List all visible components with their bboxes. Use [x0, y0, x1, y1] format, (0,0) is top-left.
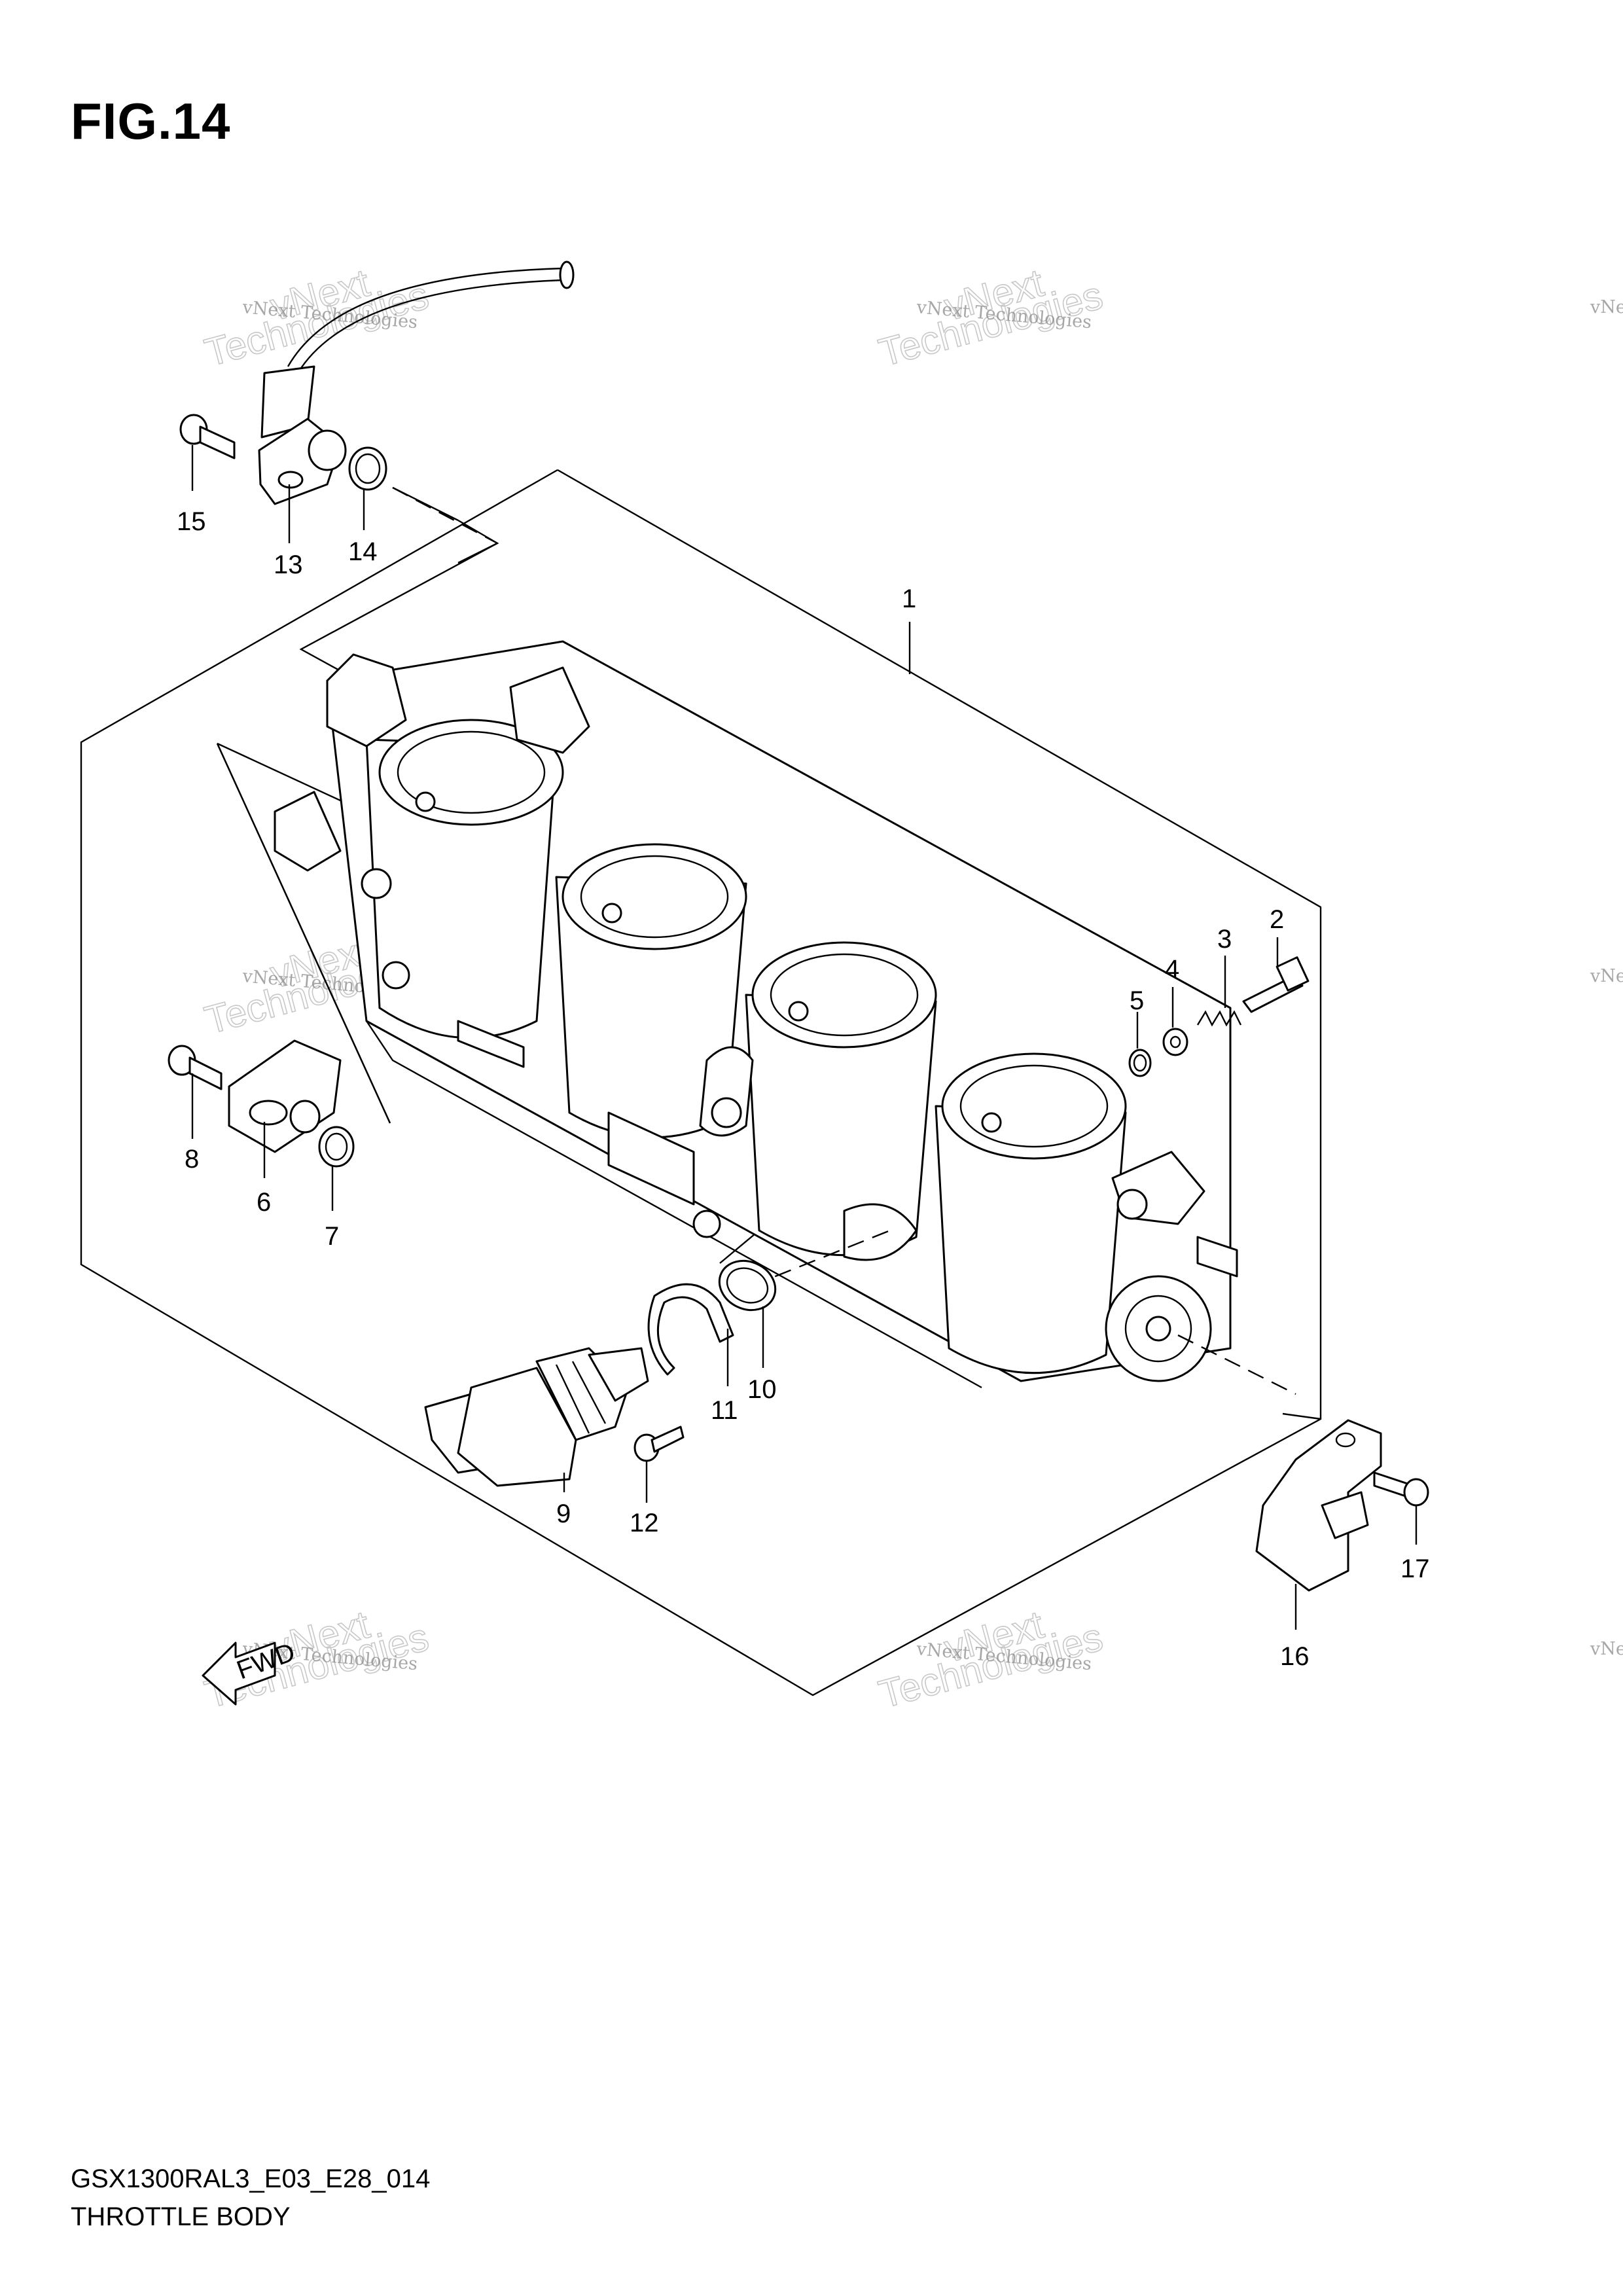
part-13-sensor-harness — [258, 260, 575, 505]
callout-16: 16 — [1280, 1642, 1310, 1671]
part-12-screw — [633, 1426, 685, 1462]
diagram-name: THROTTLE BODY — [71, 2202, 291, 2231]
callout-2: 2 — [1270, 905, 1284, 934]
callout-3: 3 — [1217, 925, 1232, 954]
callout-12: 12 — [630, 1509, 659, 1537]
callout-17: 17 — [1400, 1554, 1430, 1583]
svg-text:vNext Technologies: vNext Technologies — [1590, 297, 1623, 317]
callout-4: 4 — [1165, 955, 1179, 984]
part-7-o-ring — [318, 1126, 355, 1168]
callout-15: 15 — [177, 507, 206, 536]
part-3-spring — [1196, 1010, 1242, 1027]
part-16-bracket — [1255, 1419, 1382, 1592]
diagram-caption: GSX1300RAL3_E03_E28_014 THROTTLE BODY — [71, 2160, 430, 2236]
part-11-clamp — [647, 1283, 734, 1376]
callout-5: 5 — [1130, 986, 1144, 1015]
part-17-screw — [1373, 1471, 1429, 1507]
part-8-bolt — [168, 1045, 223, 1090]
part-15-bolt — [179, 414, 236, 459]
part-5-o-ring — [1128, 1049, 1152, 1077]
figure-title: FIG.14 — [71, 92, 231, 150]
callout-labels: 1 2 3 4 5 6 7 8 9 10 11 12 13 14 15 16 1… — [177, 507, 1430, 1671]
callout-11: 11 — [711, 1396, 738, 1425]
part-2-screw — [1242, 956, 1310, 1013]
watermark-right-edge: vNext Technologies vNext Technologies vN… — [1590, 297, 1623, 1659]
callout-9: 9 — [556, 1499, 571, 1528]
callout-14: 14 — [348, 537, 378, 566]
callout-6: 6 — [257, 1188, 271, 1217]
part-9-idle-control-valve — [424, 1347, 649, 1487]
watermark-top-center: vNext Technologies vNext Technologies — [874, 260, 1107, 375]
callout-7: 7 — [325, 1222, 339, 1251]
throttle-body-assembly — [274, 640, 1238, 1389]
watermark-bottom-center: vNext Technologies vNext Technologies — [874, 1602, 1107, 1717]
part-4-washer — [1162, 1028, 1188, 1056]
watermark-top-left: vNext Technologies vNext Technologies — [200, 260, 433, 375]
callout-8: 8 — [185, 1145, 199, 1174]
leader-lines — [191, 445, 1418, 1630]
part-10-o-ring — [718, 1259, 777, 1312]
callout-1: 1 — [902, 584, 916, 613]
callout-13: 13 — [274, 550, 303, 579]
svg-text:vNext Technologies: vNext Technologies — [1590, 1639, 1623, 1659]
callout-10: 10 — [747, 1375, 777, 1404]
assembly-outline — [80, 469, 1322, 1696]
diagram-code: GSX1300RAL3_E03_E28_014 — [71, 2164, 431, 2193]
part-14-o-ring — [348, 446, 387, 491]
part-6-sensor — [228, 1039, 342, 1153]
svg-text:vNext Technologies: vNext Technologies — [1590, 966, 1623, 986]
